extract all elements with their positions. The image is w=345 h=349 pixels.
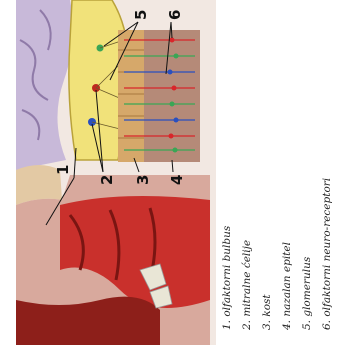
callout-4: 4 — [168, 175, 186, 185]
legend-item-4: 4. nazalan epitel — [281, 242, 293, 331]
callout-1: 1 — [54, 165, 72, 175]
callout-3: 3 — [134, 175, 152, 185]
callout-6: 6 — [166, 10, 184, 20]
legend: 1. olfaktorni bulbus 2. mitralne ćelije … — [221, 178, 333, 331]
callout-5: 5 — [132, 10, 150, 20]
callout-2: 2 — [98, 175, 116, 185]
legend-item-2: 2. mitralne ćelije — [240, 240, 253, 331]
legend-item-3: 3. kost — [261, 294, 273, 330]
palate-tissue — [16, 297, 160, 345]
legend-item-5: 5. glomerulus — [301, 256, 313, 330]
legend-item-1: 1. olfaktorni bulbus — [221, 225, 233, 330]
legend-item-6: 6. olfaktorni neuro-receptori — [321, 178, 333, 330]
nasal-epithelium — [144, 30, 200, 162]
